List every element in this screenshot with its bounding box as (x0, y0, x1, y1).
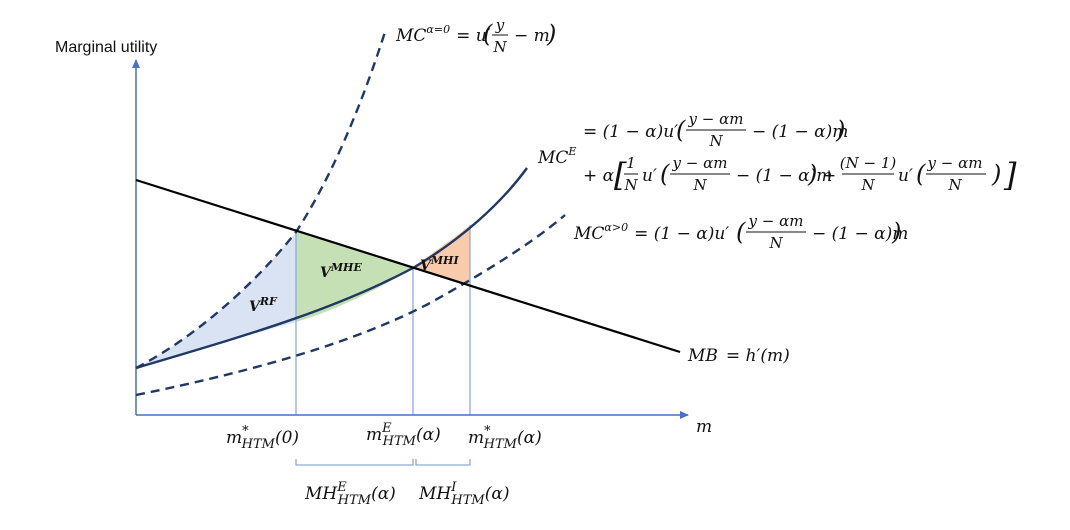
svg-text:): ) (991, 160, 1001, 188)
svg-text:N: N (692, 176, 707, 194)
tick-m-htm-star-alpha: m*HTM(α) (468, 424, 542, 452)
svg-text:): ) (546, 20, 556, 48)
svg-text:1: 1 (626, 154, 636, 172)
svg-text:MCα=0= u′: MCα=0= u′ (395, 23, 491, 46)
brace-mh-i (415, 459, 471, 466)
svg-text:(: ( (676, 116, 686, 144)
tick-m-htm-0: m*HTM(0) (226, 424, 299, 452)
label-v-mhi: VMHI (420, 254, 459, 274)
svg-text:]: ] (1003, 156, 1017, 194)
svg-text:): ) (835, 116, 845, 144)
label-mb: MB= h′(m) (687, 346, 790, 366)
svg-text:MCα>0= (1 − α)u′: MCα>0= (1 − α)u′ (573, 221, 729, 244)
brace-mh-e (295, 459, 414, 466)
svg-text:+: + (822, 166, 836, 186)
region-v-mhe (296, 232, 413, 322)
svg-text:y − αm: y − αm (927, 154, 983, 172)
svg-text:(: ( (916, 160, 926, 188)
label-v-rf: VRF (249, 295, 278, 315)
label-mc-alpha-positive: MCα>0= (1 − α)u′ ( y − αm N − (1 − α)m ) (573, 212, 908, 252)
line-mb (135, 178, 681, 354)
svg-text:u′: u′ (898, 166, 913, 186)
svg-text:(: ( (483, 20, 493, 48)
svg-text:N: N (860, 176, 875, 194)
curve-mc-alpha-0 (135, 31, 387, 370)
svg-text:+ α: + α (583, 166, 615, 186)
label-mc-alpha-0: MCα=0= u′ ( y N − m ) (395, 16, 556, 56)
svg-text:N: N (492, 38, 507, 56)
region-v-rf (136, 232, 296, 368)
label-v-mhe: VMHE (320, 261, 362, 281)
svg-text:y − αm: y − αm (748, 212, 804, 230)
svg-text:y − αm: y − αm (672, 154, 728, 172)
svg-text:− m: − m (514, 26, 550, 46)
svg-text:N: N (768, 234, 783, 252)
x-axis-label: m (696, 417, 712, 437)
svg-text:): ) (891, 218, 901, 246)
svg-text:− (1 − α)m: − (1 − α)m (752, 122, 848, 142)
curve-mc-alpha-positive (135, 214, 566, 397)
label-mc-e: MCE = (1 − α)u′ ( y − αm N − (1 − α)m ) … (537, 110, 1017, 194)
svg-text:(: ( (736, 218, 746, 246)
svg-text:): ) (807, 160, 817, 188)
svg-text:y: y (495, 16, 505, 34)
svg-text:u′: u′ (642, 166, 657, 186)
svg-text:− (1 − α)m: − (1 − α)m (736, 166, 832, 186)
svg-text:N: N (708, 132, 723, 150)
svg-text:[: [ (614, 156, 627, 194)
svg-text:MCE: MCE (537, 145, 576, 168)
svg-text:= (1 − α)u′: = (1 − α)u′ (583, 122, 678, 142)
curve-mc-e (135, 167, 528, 370)
svg-text:(: ( (660, 160, 670, 188)
svg-text:(N − 1): (N − 1) (840, 154, 897, 172)
svg-text:y − αm: y − αm (688, 110, 744, 128)
svg-text:N: N (623, 176, 638, 194)
svg-text:N: N (947, 176, 962, 194)
svg-text:− (1 − α)m: − (1 − α)m (812, 224, 908, 244)
y-axis-label: Marginal utility (55, 39, 157, 56)
